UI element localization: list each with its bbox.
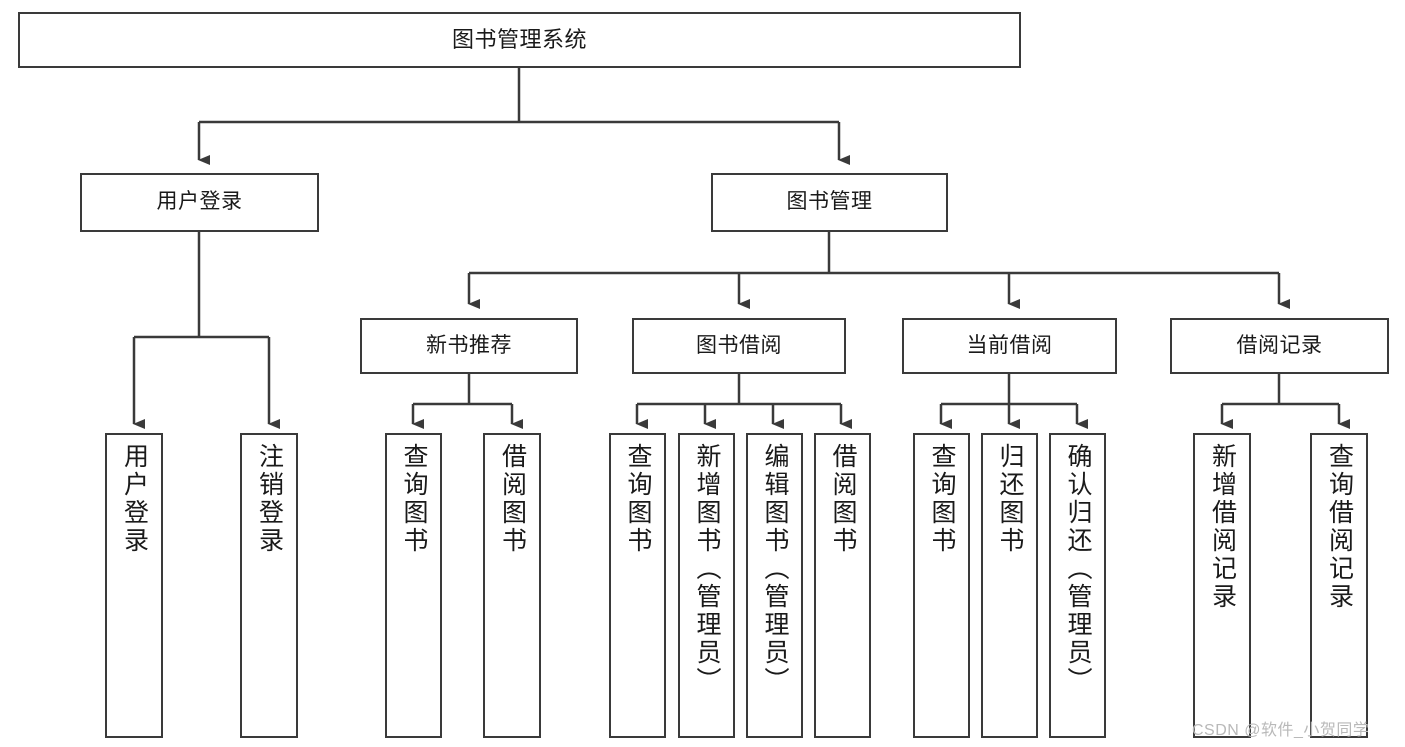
leaf-query-borrow-record[interactable]: 查询借阅记录 (1310, 433, 1368, 738)
node-book-management[interactable]: 图书管理 (711, 173, 948, 232)
node-borrowing-records[interactable]: 借阅记录 (1170, 318, 1389, 374)
node-label: 归还图书 (996, 443, 1024, 555)
leaf-logout[interactable]: 注销登录 (240, 433, 298, 738)
node-label: 编辑图书（管理员） (761, 443, 789, 695)
node-label: 用户登录 (156, 190, 243, 214)
leaf-add-book-admin[interactable]: 新增图书（管理员） (678, 433, 735, 738)
node-label: 借阅记录 (1236, 333, 1323, 357)
leaf-return-books[interactable]: 归还图书 (981, 433, 1038, 738)
node-current-borrowing[interactable]: 当前借阅 (902, 318, 1117, 374)
leaf-query-books-current[interactable]: 查询图书 (913, 433, 970, 738)
node-root-book-management-system[interactable]: 图书管理系统 (18, 12, 1021, 68)
node-label: 新增借阅记录 (1208, 443, 1237, 611)
leaf-confirm-return-admin[interactable]: 确认归还（管理员） (1049, 433, 1106, 738)
node-label: 注销登录 (255, 443, 284, 555)
node-label: 借阅图书 (829, 443, 857, 555)
node-label: 新增图书（管理员） (693, 443, 721, 695)
node-label: 新书推荐 (426, 333, 512, 357)
node-label: 当前借阅 (966, 333, 1053, 357)
leaf-add-borrow-record[interactable]: 新增借阅记录 (1193, 433, 1251, 738)
node-book-borrowing[interactable]: 图书借阅 (632, 318, 846, 374)
node-user-login[interactable]: 用户登录 (80, 173, 319, 232)
node-label: 查询图书 (400, 443, 428, 555)
leaf-query-books-borrow[interactable]: 查询图书 (609, 433, 666, 738)
node-label: 查询图书 (624, 443, 652, 555)
csdn-watermark: CSDN @软件_小贺同学 (1192, 722, 1370, 739)
node-label: 确认归还（管理员） (1064, 443, 1092, 695)
node-label: 借阅图书 (498, 443, 527, 555)
leaf-user-login[interactable]: 用户登录 (105, 433, 163, 738)
leaf-edit-book-admin[interactable]: 编辑图书（管理员） (746, 433, 803, 738)
node-label: 图书借阅 (696, 333, 782, 357)
leaf-query-books-recommend[interactable]: 查询图书 (385, 433, 442, 738)
leaf-borrow-books[interactable]: 借阅图书 (814, 433, 871, 738)
node-label: 图书管理系统 (451, 27, 587, 53)
node-new-book-recommendation[interactable]: 新书推荐 (360, 318, 578, 374)
node-label: 查询借阅记录 (1325, 443, 1354, 611)
node-label: 用户登录 (120, 443, 149, 555)
leaf-borrow-books-recommend[interactable]: 借阅图书 (483, 433, 541, 738)
node-label: 图书管理 (786, 190, 873, 214)
node-label: 查询图书 (928, 443, 956, 555)
